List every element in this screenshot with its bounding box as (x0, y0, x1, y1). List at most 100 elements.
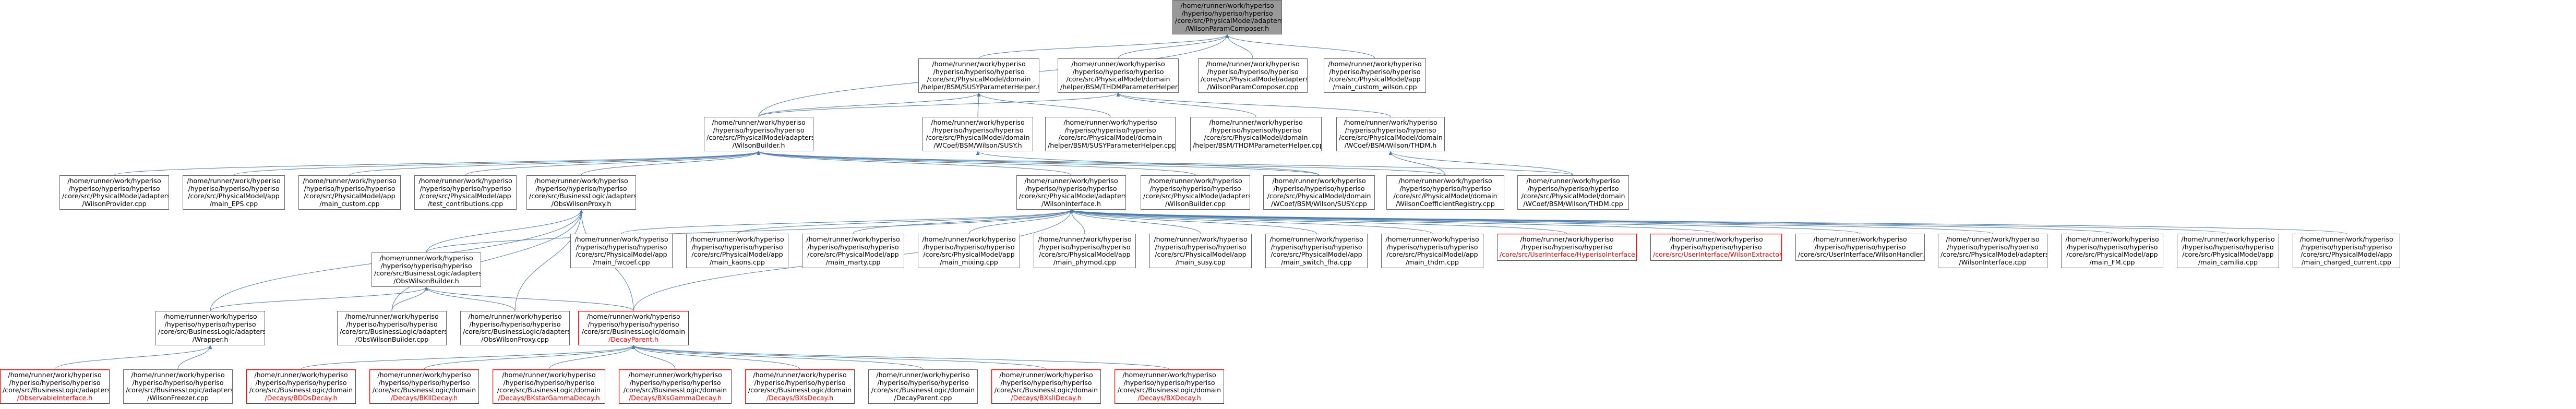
graph-node[interactable]: /home/runner/work/hyperiso/hyperiso/hype… (1381, 234, 1483, 268)
node-label-line: /main_marty.cpp (825, 258, 881, 266)
node-label-line: /hyperiso/hyperiso/hyperiso (807, 243, 899, 251)
graph-node[interactable]: /home/runner/work/hyperiso/hyperiso/hype… (1795, 234, 1925, 261)
node-label-line: /ObsWilsonProxy.cpp (481, 335, 549, 343)
graph-node[interactable]: /home/runner/work/hyperiso/hyperiso/hype… (1263, 175, 1375, 210)
node-label-line: /main_switch_fha.cpp (1281, 258, 1352, 266)
node-label-line: /main_susy.cpp (1176, 258, 1226, 266)
graph-node[interactable]: /home/runner/work/hyperiso/hyperiso/hype… (745, 369, 855, 404)
graph-node[interactable]: /home/runner/work/hyperiso/hyperiso/hype… (578, 311, 689, 345)
edge-n39-to-n48 (631, 345, 1047, 370)
edge-n15-to-n28 (1069, 209, 1433, 234)
graph-node[interactable]: /home/runner/work/hyperiso/hyperiso/hype… (2061, 234, 2163, 268)
graph-node[interactable]: /home/runner/work/hyperiso/hyperiso/hype… (1497, 234, 1637, 261)
graph-node[interactable]: /home/runner/work/hyperiso/hyperiso/hype… (704, 117, 813, 151)
graph-node[interactable]: /home/runner/work/hyperiso/hyperiso/hype… (1190, 117, 1322, 151)
node-label-line: /hyperiso/hyperiso/hyperiso (1123, 378, 1215, 387)
graph-node[interactable]: /home/runner/work/hyperiso/hyperiso/hype… (2177, 234, 2279, 268)
graph-node[interactable]: /home/runner/work/hyperiso/hyperiso/hype… (1938, 234, 2047, 268)
node-label-line: /home/runner/work/hyperiso (931, 118, 1025, 126)
graph-node[interactable]: /home/runner/work/hyperiso/hyperiso/hype… (0, 369, 110, 404)
graph-node[interactable]: /home/runner/work/hyperiso/hyperiso/hype… (526, 175, 636, 210)
graph-node[interactable]: /home/runner/work/hyperiso/hyperiso/hype… (493, 369, 605, 404)
graph-node[interactable]: /home/runner/work/hyperiso/hyperiso/hype… (298, 175, 401, 210)
node-label-line: /Wrapper.h (192, 335, 229, 343)
node-label-line: /helper/BSM/THDMParameterHelper.h (1060, 82, 1179, 91)
node-label-line: /core/src/BusinessLogic/domain (623, 386, 727, 394)
node-label-line: /hyperiso/hyperiso/hyperiso (1386, 243, 1478, 251)
node-label-line: /home/runner/work/hyperiso (1024, 177, 1118, 185)
graph-node[interactable]: /home/runner/work/hyperiso/hyperiso/hype… (1386, 175, 1504, 210)
graph-node[interactable]: /home/runner/work/hyperiso/hyperiso/hype… (414, 175, 517, 210)
node-label-line: /hyperiso/hyperiso/hyperiso (576, 243, 667, 251)
node-label-line: /hyperiso/hyperiso/hyperiso (1329, 67, 1421, 76)
graph-node[interactable]: /home/runner/work/hyperiso/hyperiso/hype… (1324, 58, 1426, 93)
node-label-line: /core/src/PhysicalModel/app (1271, 250, 1362, 258)
graph-node[interactable]: /home/runner/work/hyperiso/hyperiso/hype… (918, 58, 1039, 93)
node-label-line: /home/runner/work/hyperiso (1180, 2, 1274, 9)
graph-node[interactable]: /home/runner/work/hyperiso/hyperiso/hype… (1517, 175, 1629, 210)
node-label-line: /hyperiso/hyperiso/hyperiso (691, 243, 783, 251)
graph-node[interactable]: /home/runner/work/hyperiso/hyperiso/hype… (802, 234, 904, 268)
node-label-line: /hyperiso/hyperiso/hyperiso (2182, 243, 2274, 251)
graph-node[interactable]: /home/runner/work/hyperiso/hyperiso/hype… (1149, 234, 1252, 268)
graph-node[interactable]: /home/runner/work/hyperiso/hyperiso/hype… (155, 311, 265, 345)
node-label-line: /home/runner/work/hyperiso (303, 177, 397, 185)
graph-node[interactable]: /home/runner/work/hyperiso/hyperiso/hype… (922, 117, 1033, 151)
edge-n36-to-n40 (54, 345, 212, 370)
graph-node[interactable]: /home/runner/work/hyperiso/hyperiso/hype… (1115, 369, 1224, 404)
node-label-line: /hyperiso/hyperiso/hyperiso (469, 320, 561, 328)
node-label-line: /home/runner/work/hyperiso (8, 371, 102, 379)
graph-node[interactable]: /home/runner/work/hyperiso/hyperiso/hype… (1336, 117, 1445, 151)
node-label-line: /main_custom_wilson.cpp (1333, 82, 1417, 91)
node-label-line: /main_custom.cpp (319, 199, 380, 208)
node-label-line: /home/runner/work/hyperiso (2065, 235, 2159, 243)
graph-node[interactable]: /home/runner/work/hyperiso/hyperiso/hype… (337, 311, 447, 345)
node-label-line: /core/src/PhysicalModel/app (1386, 250, 1478, 258)
node-label-line: /home/runner/work/hyperiso (1272, 177, 1366, 185)
edge-n2-to-n9 (1116, 92, 1391, 117)
graph-node[interactable]: /home/runner/work/hyperiso/hyperiso/hype… (372, 252, 481, 287)
edge-n5-to-n16 (757, 151, 1196, 176)
node-label-line: /hyperiso/hyperiso/hyperiso (1271, 243, 1362, 251)
graph-node[interactable]: /home/runner/work/hyperiso/hyperiso/hype… (570, 234, 673, 268)
edge-n20-to-n38 (424, 286, 516, 311)
graph-node[interactable]: /home/runner/work/hyperiso/hyperiso/hype… (918, 234, 1020, 268)
graph-node[interactable]: /home/runner/work/hyperiso/hyperiso/hype… (2293, 234, 2400, 268)
graph-node[interactable]: /home/runner/work/hyperiso/hyperiso/hype… (1045, 117, 1176, 151)
graph-node[interactable]: /home/runner/work/hyperiso/hyperiso/hype… (868, 369, 978, 404)
graph-node[interactable]: /home/runner/work/hyperiso/hyperiso/hype… (1016, 175, 1126, 210)
node-label-line: /main_thdm.cpp (1405, 258, 1459, 266)
graph-node[interactable]: /home/runner/work/hyperiso/hyperiso/hype… (123, 369, 233, 404)
node-label-line: /hyperiso/hyperiso/hyperiso (754, 378, 846, 387)
graph-node[interactable]: /home/runner/work/hyperiso/hyperiso/hype… (59, 175, 169, 210)
edge-n14-to-n38 (514, 209, 583, 311)
node-label-line: /hyperiso/hyperiso/hyperiso (1814, 243, 1906, 251)
edge-n9-to-n18 (1388, 151, 1446, 176)
node-label-line: /hyperiso/hyperiso/hyperiso (877, 378, 969, 387)
node-label-line: /home/runner/work/hyperiso (1071, 60, 1165, 68)
graph-node[interactable]: /home/runner/work/hyperiso/hyperiso/hype… (991, 369, 1101, 404)
graph-node[interactable]: /home/runner/work/hyperiso/hyperiso/hype… (686, 234, 788, 268)
graph-node[interactable]: /home/runner/work/hyperiso/hyperiso/hype… (1058, 58, 1179, 93)
edge-n2-to-n5 (758, 92, 1120, 117)
node-label-line: /core/src/UserInterface/HyperisoInterfac… (1500, 250, 1637, 258)
edge-n15-to-n32 (1070, 209, 1993, 234)
edge-n5-to-n10 (114, 151, 761, 176)
graph-node[interactable]: /home/runner/work/hyperiso/hyperiso/hype… (183, 175, 285, 210)
node-label-line: /hyperiso/hyperiso/hyperiso (132, 378, 224, 387)
node-label-line: /main_EPS.cpp (209, 199, 258, 208)
edge-n14-to-n37 (391, 209, 583, 311)
graph-node[interactable]: /home/runner/work/hyperiso/hyperiso/hype… (246, 369, 356, 404)
node-label-line: /home/runner/work/hyperiso (1122, 371, 1216, 379)
graph-node[interactable]: /home/runner/work/hyperiso/hyperiso/hype… (1198, 58, 1308, 93)
graph-node[interactable]: /home/runner/work/hyperiso/hyperiso/hype… (1265, 234, 1368, 268)
graph-node[interactable]: /home/runner/work/hyperiso/hyperiso/hype… (1141, 175, 1250, 210)
graph-node[interactable]: /home/runner/work/hyperiso/hyperiso/hype… (1650, 234, 1782, 261)
graph-node[interactable]: /home/runner/work/hyperiso/hyperiso/hype… (460, 311, 570, 345)
graph-node[interactable]: /home/runner/work/hyperiso/hyperiso/hype… (1034, 234, 1136, 268)
graph-node[interactable]: /home/runner/work/hyperiso/hyperiso/hype… (619, 369, 732, 404)
node-label-line: /core/src/BusinessLogic/domain (249, 386, 353, 394)
node-label-line: /core/src/UserInterface/WilsonHandler.cp… (1798, 250, 1925, 258)
graph-node[interactable]: /home/runner/work/hyperiso/hyperiso/hype… (369, 369, 479, 404)
node-label-line: /hyperiso/hyperiso/hyperiso (1207, 67, 1299, 76)
